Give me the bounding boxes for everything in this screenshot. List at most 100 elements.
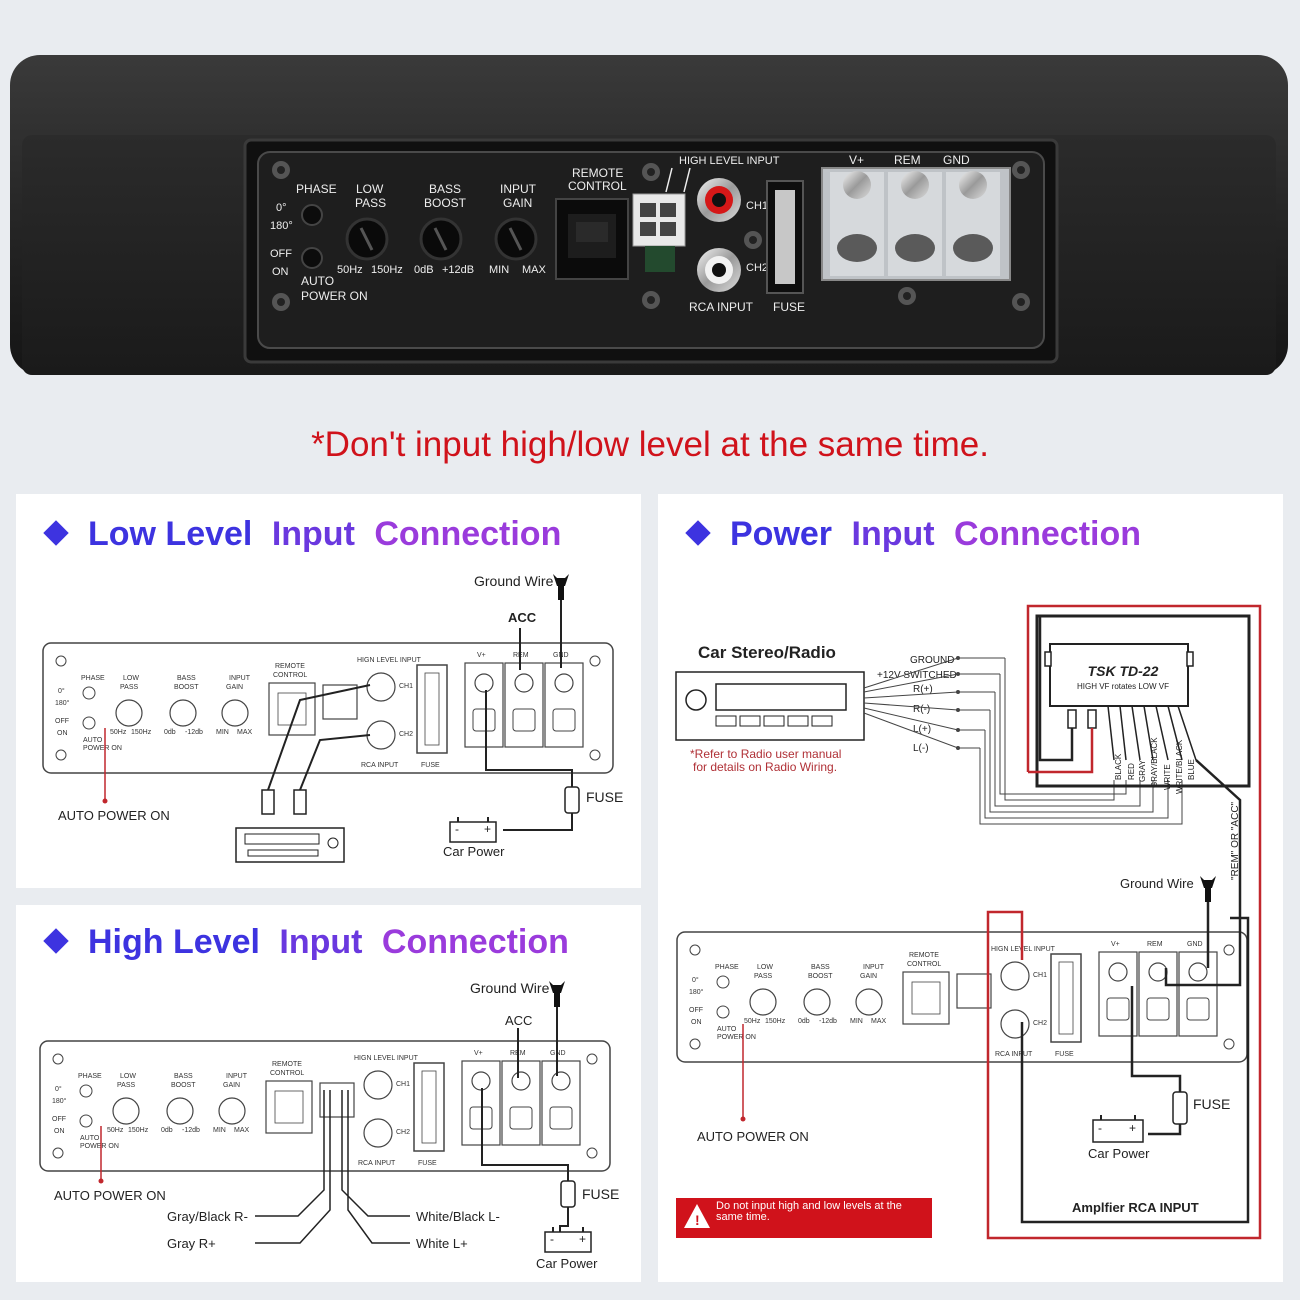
ch1-label: CH1 [746, 200, 768, 212]
rca-ch1-jack[interactable] [697, 178, 741, 222]
amp-terminal-screw [1148, 962, 1168, 982]
amp-remote-label: REMOTE [275, 663, 305, 670]
amp-vplus-label: V+ [1111, 941, 1120, 948]
bass-boost-knob[interactable] [419, 217, 463, 261]
power-terminal-block[interactable] [821, 167, 1011, 281]
rem-or-acc-label: "REM" OR "ACC" [1230, 801, 1241, 880]
svg-text:+: + [579, 1232, 586, 1246]
amp-ch2-label: CH2 [399, 731, 413, 738]
auto-power-switch[interactable] [301, 247, 323, 269]
low-battery-icon: + - [449, 817, 497, 843]
amp-deg180-label: 180° [52, 1097, 67, 1105]
low-title-part-b: Input [272, 515, 355, 553]
amp-knob-label: INPUT [863, 964, 885, 971]
amp-knob-label: INPUT [226, 1073, 248, 1080]
amp-knob-label-2: GAIN [226, 684, 243, 691]
amp-terminal-screw [554, 673, 574, 693]
amp-rca-ch2 [363, 1118, 393, 1148]
amp-phase-switch [716, 975, 730, 989]
input-gain-label-2: GAIN [503, 196, 532, 210]
car-stereo-label: Car Stereo/Radio [698, 643, 836, 662]
amp-ch1-label: CH1 [1033, 972, 1047, 979]
low-acc-label: ACC [508, 610, 537, 625]
amp-terminal-screw [514, 673, 534, 693]
amp-remote-label: REMOTE [272, 1061, 302, 1068]
amp-phase-switch [79, 1084, 93, 1098]
amp-knob-label: BASS [177, 675, 196, 682]
amp-high-level-connector [322, 684, 358, 720]
power-auto-power-on-label: AUTO POWER ON [697, 1129, 809, 1144]
refer-note-2: for details on Radio Wiring. [693, 760, 837, 774]
l-plus-wire-name: L(+) [913, 724, 931, 735]
amp-vplus-label: V+ [477, 652, 486, 659]
low-auto-power-wire [102, 728, 108, 804]
power-fuse-icon [1172, 1091, 1188, 1125]
screw-icon [1223, 1038, 1235, 1050]
amp-power-on-label: POWER ON [80, 1143, 119, 1150]
warning-headline: *Don't input high/low level at the same … [311, 425, 989, 464]
svg-text:Low Level Input Co: Low Level Input Connection [88, 515, 561, 553]
amp-auto-switch [82, 716, 96, 730]
amp-knob-label: INPUT [229, 675, 251, 682]
wire-black-label: BLACK [1114, 753, 1123, 780]
input-gain-knob[interactable] [494, 217, 538, 261]
amplifier-photo: PHASE 0° 180° OFF ON AUTO POWER ON LOW P… [10, 55, 1288, 375]
amp-phase-label: PHASE [78, 1073, 102, 1080]
high-level-connector[interactable] [632, 193, 686, 272]
high-acc-label: ACC [505, 1013, 532, 1028]
high-ground-wire-label: Ground Wire [470, 980, 550, 996]
low-auto-power-on-label: AUTO POWER ON [58, 808, 170, 823]
amp-rca-label: RCA INPUT [358, 1160, 396, 1167]
amp-remote-port [902, 971, 950, 1025]
harness-dots [956, 656, 960, 750]
amp-knob-label: LOW [123, 675, 139, 682]
phase-switch[interactable] [301, 204, 323, 226]
low-pass-knob[interactable] [345, 217, 389, 261]
high-auto-power-wire [98, 1126, 104, 1184]
amp-terminal-hole [472, 708, 496, 732]
amp-knob [221, 699, 249, 727]
svg-text:Power Input Connec: Power Input Connection [730, 515, 1141, 553]
svg-text:!: ! [695, 1212, 700, 1228]
auto-label: AUTO [301, 274, 334, 288]
fuse-holder [766, 180, 804, 294]
rca-ch2-jack[interactable] [697, 248, 741, 292]
high-title-part-a: High Level [88, 923, 260, 961]
phase-0-label: 0° [276, 202, 287, 214]
amp-ch1-label: CH1 [396, 1081, 410, 1088]
rca-input-label: RCA INPUT [689, 300, 754, 314]
amp-terminal-hole [512, 708, 536, 732]
power-ground-wrench-icon [1200, 876, 1216, 902]
remote-control-port[interactable] [555, 198, 629, 280]
amp-high-level-connector [319, 1082, 355, 1118]
amp-high-level-label: HIGN LEVEL INPUT [354, 1055, 419, 1062]
amp-terminal-screw [511, 1071, 531, 1091]
low-title-part-c: Connection [374, 515, 561, 553]
amp-knob-min: 0db [798, 1018, 810, 1025]
power-title-part-b: Input [852, 515, 935, 553]
amp-remote-label-2: CONTROL [270, 1070, 304, 1077]
fuse-label: FUSE [773, 300, 805, 314]
high-auto-power-on-label: AUTO POWER ON [54, 1188, 166, 1203]
amp-knob-label-2: BOOST [808, 973, 833, 980]
ground-wire-name: GROUND [910, 655, 954, 666]
screw-icon [898, 287, 916, 305]
gray-label: Gray R+ [167, 1236, 216, 1251]
car-stereo-icon [675, 671, 865, 741]
power-car-power-label: Car Power [1088, 1146, 1150, 1161]
amp-terminal-hole [1186, 997, 1210, 1021]
amp-terminal-hole [1146, 997, 1170, 1021]
amp-terminal-screw [471, 1071, 491, 1091]
amp-phase-label: PHASE [715, 964, 739, 971]
svg-text:-: - [550, 1232, 554, 1246]
amp-high-level-label: HIGN LEVEL INPUT [991, 946, 1056, 953]
amp-terminal-hole [1106, 997, 1130, 1021]
amp-knob-max: MAX [234, 1127, 250, 1134]
amp-rem-label: REM [1147, 941, 1163, 948]
amp-knob [115, 699, 143, 727]
amp-remote-port [265, 1080, 313, 1134]
amp-terminal [1098, 951, 1138, 1037]
amp-off-label: OFF [52, 1116, 66, 1123]
high-ground-wrench-icon [549, 981, 565, 1007]
